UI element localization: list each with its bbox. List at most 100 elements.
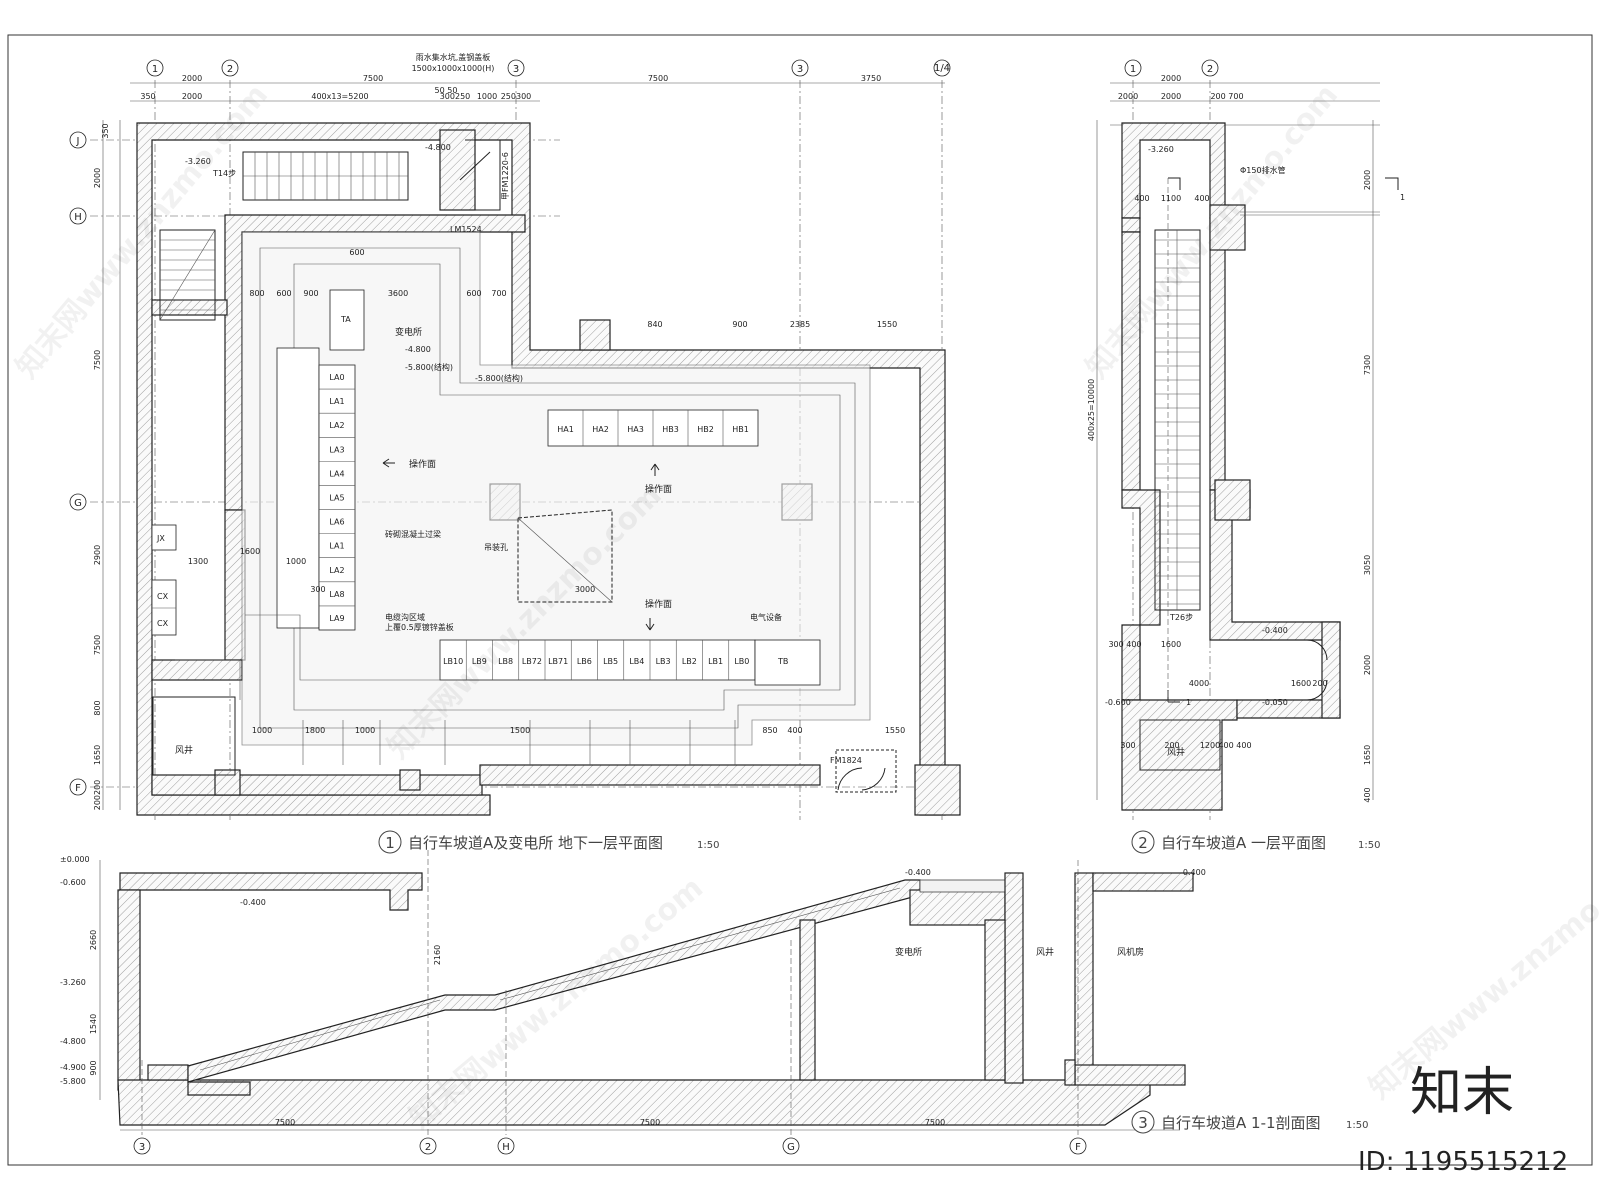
dim-text: 300 [310,585,325,594]
level-text: -4.800 [425,143,451,152]
label-cable-trench: 电缆沟区域 [385,612,425,622]
operation-face: 操作面 [645,483,672,495]
stair-b1 [159,151,409,321]
dim-text: 4000 [1189,679,1209,688]
plan-b1-labels: 变电所 -3.260 -4.800 -4.800 -5.800(结构) -5.8… [156,143,862,765]
level-text: -0.400 [1180,868,1206,877]
dim-text: 1650 [1363,745,1372,765]
plan-l1-axes: 1 2 [1124,59,1219,77]
equip-tag-tb: TB [777,657,788,666]
hoisting-hole [517,509,613,603]
cabinet-lb: LB9 [472,657,487,666]
level-text: -5.800 [60,1077,86,1086]
cabinet-lb: LB71 [548,657,568,666]
brand-logo: 知末 [1410,1063,1514,1123]
dim-text: 300250 [440,92,471,101]
equip-tag-jx: JX [156,534,165,543]
dim-text: 7500 [275,1118,295,1127]
dim-text: 1000 [355,726,375,735]
label-lintel: 砖砌混凝土过梁 [385,529,441,539]
axis-label: 2 [227,64,233,75]
dim-text: 7500 [93,635,102,655]
dim-text: 900 [303,289,318,298]
dim-text: 1650 [93,745,102,765]
axis-label: 1 [152,64,158,75]
level-text: -0.050 [1262,698,1288,707]
cabinet-la: LA1 [329,542,344,551]
dim-text: 2160 [433,945,442,965]
dim-text: 2385 [790,320,810,329]
dim-text: 1200 [1200,741,1220,750]
dim-text: 400 [1363,787,1372,802]
transformer-tb [754,639,821,686]
cabinet-la: LA6 [329,518,344,527]
plan-b1-axes-left: J H G F [69,131,87,796]
dim-text: 7500 [640,1118,660,1127]
operation-face: 操作面 [645,598,672,610]
view-scale: 1:50 [1358,840,1380,851]
view-title: 自行车坡道A 1-1剖面图 [1161,1114,1321,1132]
equip-tag-ta: TA [340,315,351,324]
sheet-frame [7,34,1593,1166]
cabinet-ha: HA3 [627,425,644,434]
image-id: ID: 1195515212 [1358,1147,1568,1177]
view-number: 1 [385,834,395,852]
view-scale: 1:50 [1346,1120,1368,1131]
label-air-shaft: 风井 [175,744,193,756]
section-1-1 [99,850,1194,1135]
brand-block: 知末 ID: 1195515212 [1358,1063,1568,1177]
dim-text: 400 400 [1218,741,1251,750]
cabinet-lb: LB2 [682,657,697,666]
level-text: -3.260 [1148,145,1174,154]
stair-l1 [1154,229,1201,611]
cabinet-la: LA1 [329,397,344,406]
axis-label: J [76,136,80,147]
dim-text: 1000 [252,726,272,735]
door-tag: FM1824 [830,756,862,765]
plan-b1-axes-top: 1 2 3 3 1/4 [146,59,951,77]
plan-b1-dims-top: 2000 7500 7500 3750 350 2000 400x13=5200… [140,52,881,101]
section-axes: 3 2 H G F [133,1137,1087,1155]
note-text: 雨水集水坑,盖钢盖板 [416,52,491,62]
room-label: 变电所 [895,946,922,958]
cabinet-column-la [276,347,356,631]
dim-text: 700 [491,289,506,298]
cabinet-la: LA5 [329,494,344,503]
cabinet-lb: LB6 [577,657,592,666]
dim-text: 1500 [510,726,530,735]
stair-note: T26步 [1169,613,1193,622]
dim-text: 400x25=10000 [1087,379,1096,441]
dim-text: 1600 [1161,640,1181,649]
dim-text: 400 [1194,194,1209,203]
level-text: -0.600 [1105,698,1131,707]
dim-text: 1000 [477,92,497,101]
dim-text: 400 [1134,194,1149,203]
label-drain-pipe: Φ150排水管 [1240,165,1286,175]
dim-text: 350 [140,92,155,101]
plan-l1-title: 2 自行车坡道A 一层平面图 1:50 [1131,830,1380,854]
room-label: 风井 [1036,946,1054,958]
axis-label: F [75,783,81,794]
dim-text: 1800 [305,726,325,735]
dim-text: 1540 [89,1014,98,1034]
transformer-ta [329,289,365,351]
view-scale: 1:50 [697,840,719,851]
dim-text: 400x13=5200 [311,92,368,101]
cabinet-lb: LB8 [498,657,513,666]
dim-text: 3750 [861,74,881,83]
cabinet-lb: LB3 [656,657,671,666]
dim-text: 1000 [286,557,306,566]
dim-text: 300 400 [1108,640,1141,649]
dim-text: 2000 [1161,74,1181,83]
dim-text: 200 [1312,679,1327,688]
dim-text: 7500 [363,74,383,83]
room-label: 风机房 [1117,946,1144,958]
level-text: -0.400 [240,898,266,907]
cabinet-lb: LB0 [734,657,749,666]
equip-tag-cx: CX [157,619,169,628]
axis-label: H [502,1142,510,1153]
